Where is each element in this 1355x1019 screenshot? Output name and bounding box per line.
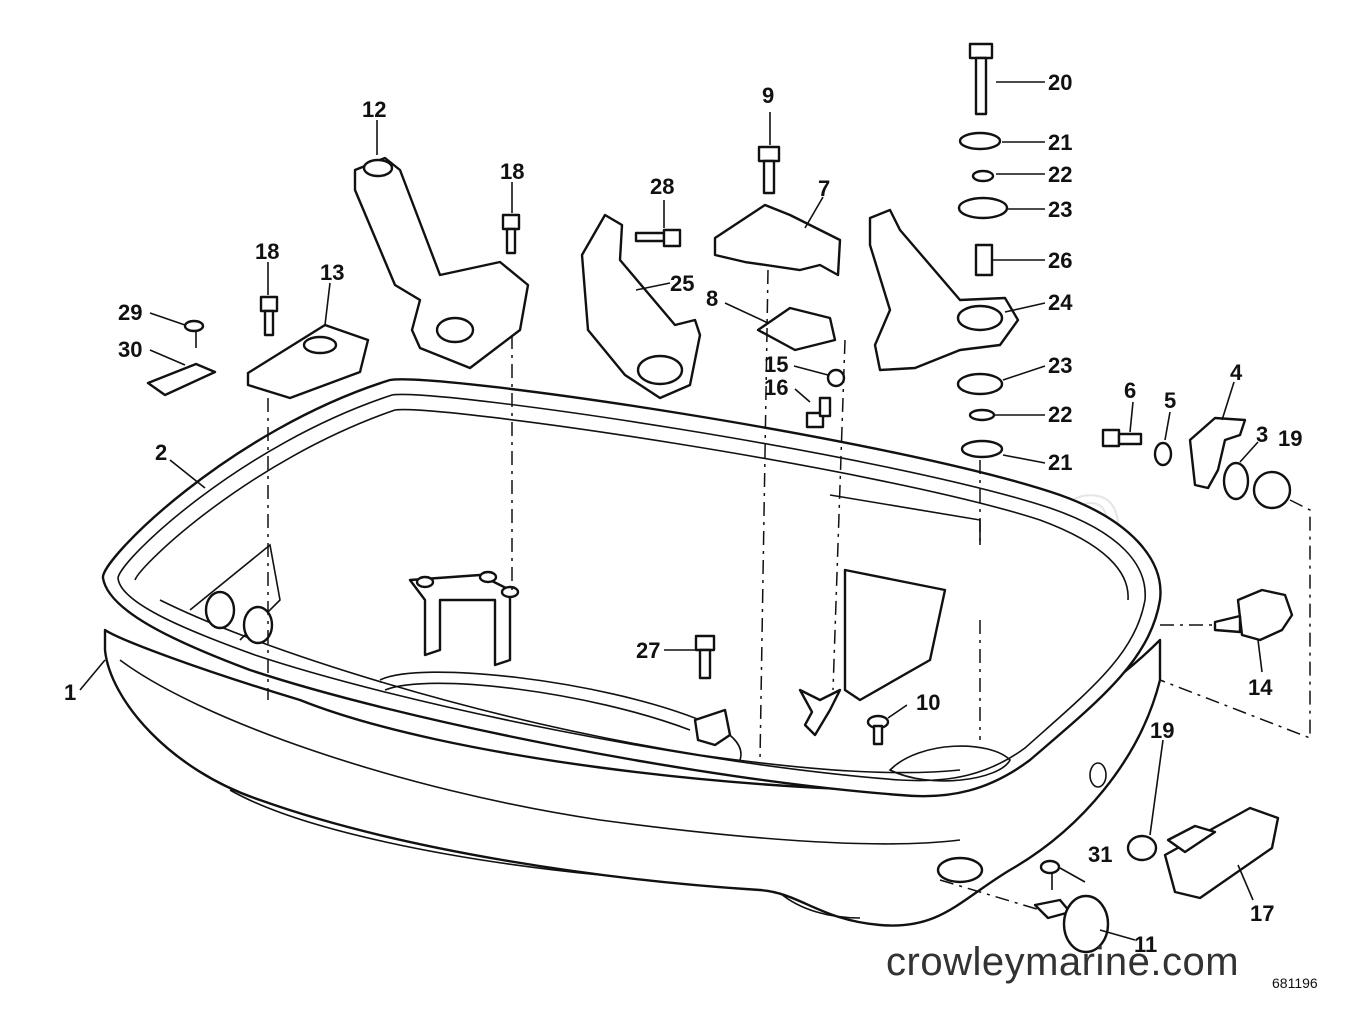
callout-21-bottom: 21 <box>1048 450 1072 475</box>
part-4-clip <box>1188 416 1247 490</box>
part-26-sleeve <box>974 243 994 277</box>
part-25-bracket <box>580 213 702 400</box>
part-12-bracket <box>353 156 530 370</box>
callout-4: 4 <box>1230 360 1243 385</box>
part-5-washer <box>1153 441 1173 467</box>
callout-25: 25 <box>670 271 694 296</box>
callout-2: 2 <box>155 440 167 465</box>
callout-5: 5 <box>1164 388 1176 413</box>
part-3-washer <box>1222 461 1250 501</box>
alignment-lines <box>267 269 1311 911</box>
figure-number: 681196 <box>1272 975 1318 991</box>
part-16-screw <box>805 396 832 429</box>
part-9-bolt <box>757 145 781 195</box>
callout-27: 27 <box>636 638 660 663</box>
cover-interior <box>189 494 1011 782</box>
callout-16: 16 <box>764 375 788 400</box>
callout-15: 15 <box>764 352 788 377</box>
callout-23-top: 23 <box>1048 197 1072 222</box>
part-30-strip <box>146 362 217 397</box>
callout-21-top: 21 <box>1048 130 1072 155</box>
callout-14: 14 <box>1248 675 1273 700</box>
part-7-clamp <box>713 203 842 277</box>
part-21-washer-top <box>958 131 1002 151</box>
callout-19-top: 19 <box>1278 426 1302 451</box>
callout-19-bottom: 19 <box>1150 718 1174 743</box>
part-22-washer-bottom <box>968 408 996 422</box>
callout-7: 7 <box>818 176 830 201</box>
callout-3: 3 <box>1256 422 1268 447</box>
callout-22-top: 22 <box>1048 162 1072 187</box>
part-28-bolt <box>634 228 682 248</box>
footer-brand-text: crowleymarine.com <box>886 940 1240 984</box>
part-31-screw <box>1039 859 1061 890</box>
part-14-fitting <box>1236 588 1294 642</box>
callout-28: 28 <box>650 174 674 199</box>
callout-10: 10 <box>916 690 940 715</box>
part-18-bolt-left <box>259 295 279 337</box>
callout-18-right: 18 <box>500 159 524 184</box>
part-23-grommet-top <box>957 196 1009 220</box>
part-24-bracket <box>868 208 1020 372</box>
part-15-nut <box>826 368 846 388</box>
callout-1: 1 <box>64 680 76 705</box>
part-8-pad <box>756 306 837 352</box>
callout-12: 12 <box>362 97 386 122</box>
part-20-bolt <box>968 42 994 116</box>
callout-31: 31 <box>1088 842 1112 867</box>
callout-11: 11 <box>1134 932 1157 957</box>
part-22-washer-top <box>971 169 995 183</box>
part-6-bolt <box>1101 428 1143 448</box>
part-29-screw <box>183 319 205 348</box>
leader-lines <box>79 81 1263 941</box>
callout-numbers: 1 2 3 4 5 6 7 8 9 10 11 12 13 14 15 16 1… <box>64 70 1302 957</box>
callout-6: 6 <box>1124 378 1136 403</box>
callout-22-bottom: 22 <box>1048 402 1072 427</box>
callout-29: 29 <box>118 300 142 325</box>
part-19-grommet-top <box>1252 470 1292 510</box>
part-27-bolt <box>694 634 716 680</box>
callout-20: 20 <box>1048 70 1072 95</box>
part-11-plug <box>1033 894 1110 954</box>
lower-motor-cover <box>103 628 1162 927</box>
callout-26: 26 <box>1048 248 1072 273</box>
part-21-washer-bottom <box>960 439 1004 459</box>
callout-8: 8 <box>706 286 718 311</box>
callout-24: 24 <box>1048 290 1073 315</box>
part-19-grommet-bottom <box>1126 834 1158 862</box>
callout-9: 9 <box>762 83 774 108</box>
part-23-grommet-bottom <box>956 372 1004 396</box>
callout-17: 17 <box>1250 901 1274 926</box>
cover-seal-ring <box>101 378 1162 798</box>
callout-30: 30 <box>118 337 142 362</box>
callout-23-bottom: 23 <box>1048 353 1072 378</box>
callout-18-left: 18 <box>255 239 279 264</box>
callout-13: 13 <box>320 260 344 285</box>
part-18-bolt-right <box>501 213 521 255</box>
part-17-handle <box>1163 806 1280 900</box>
part-10-screw <box>866 714 890 746</box>
